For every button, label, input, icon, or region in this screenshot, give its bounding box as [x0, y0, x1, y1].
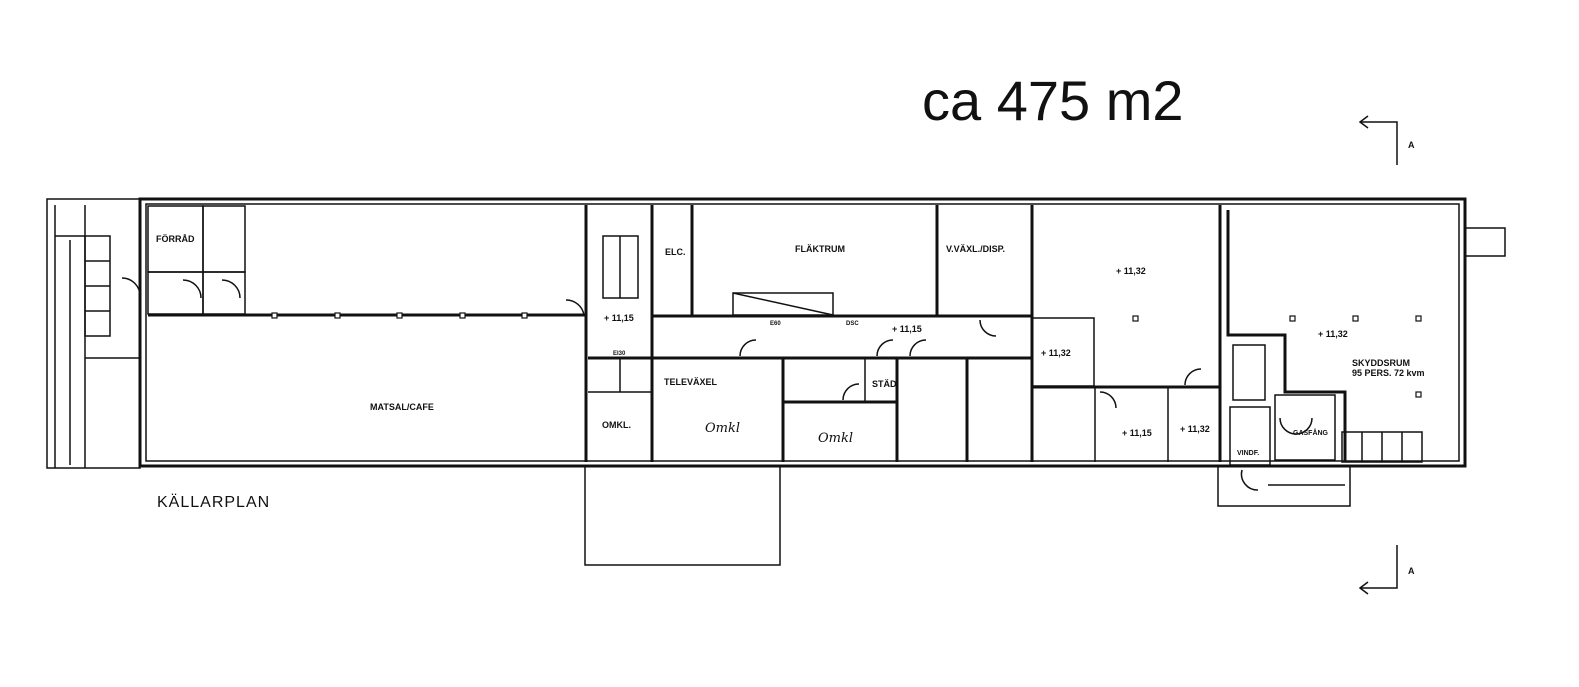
level-mark: + 11,32 — [1318, 329, 1348, 339]
level-mark: + 11,32 — [1180, 424, 1210, 434]
interior-walls — [147, 205, 1423, 466]
level-mark: + 11,32 — [1116, 266, 1146, 276]
level-mark: + 11,15 — [892, 324, 922, 334]
room-label-vindf: VINDF. — [1237, 450, 1259, 457]
fire-rating-label: E60 — [770, 321, 781, 327]
plan-name: KÄLLARPLAN — [157, 493, 270, 511]
columns — [271, 312, 1422, 398]
room-label-omkl: OMKL. — [602, 420, 631, 430]
fire-rating-label: EI30 — [613, 351, 626, 357]
room-info-skyddsrum: 95 PERS. 72 kvm — [1352, 368, 1425, 378]
section-marker-top: A — [1358, 115, 1415, 165]
room-label-televaxel: TELEVÄXEL — [664, 377, 718, 387]
level-mark: + 11,15 — [604, 313, 634, 323]
handwritten-note: Omkl — [705, 421, 740, 436]
room-label-elc: ELC. — [665, 247, 686, 257]
room-label-flaktrum: FLÄKTRUM — [795, 244, 845, 254]
doors — [121, 277, 1313, 491]
level-mark: + 11,32 — [1041, 348, 1071, 358]
room-label-forrad: FÖRRÅD — [156, 234, 195, 244]
level-mark: + 11,15 — [1122, 428, 1152, 438]
fire-rating-label: DSC — [846, 321, 859, 327]
room-label-vvaxl: V.VÄXL./DISP. — [946, 244, 1005, 254]
svg-text:A: A — [1408, 140, 1415, 150]
section-marker-bottom: A — [1358, 545, 1415, 595]
room-label-skyddsrum: SKYDDSRUM — [1352, 358, 1410, 368]
area-title: ca 475 m2 — [922, 69, 1184, 132]
room-label-stad: STÄD — [872, 379, 897, 389]
exterior-walls — [46, 197, 1506, 566]
room-label-matsal: MATSAL/CAFE — [370, 402, 434, 412]
handwritten-note: Omkl — [818, 431, 853, 446]
svg-text:A: A — [1408, 566, 1415, 576]
room-label-gasfang: GASFÅNG — [1293, 428, 1329, 437]
